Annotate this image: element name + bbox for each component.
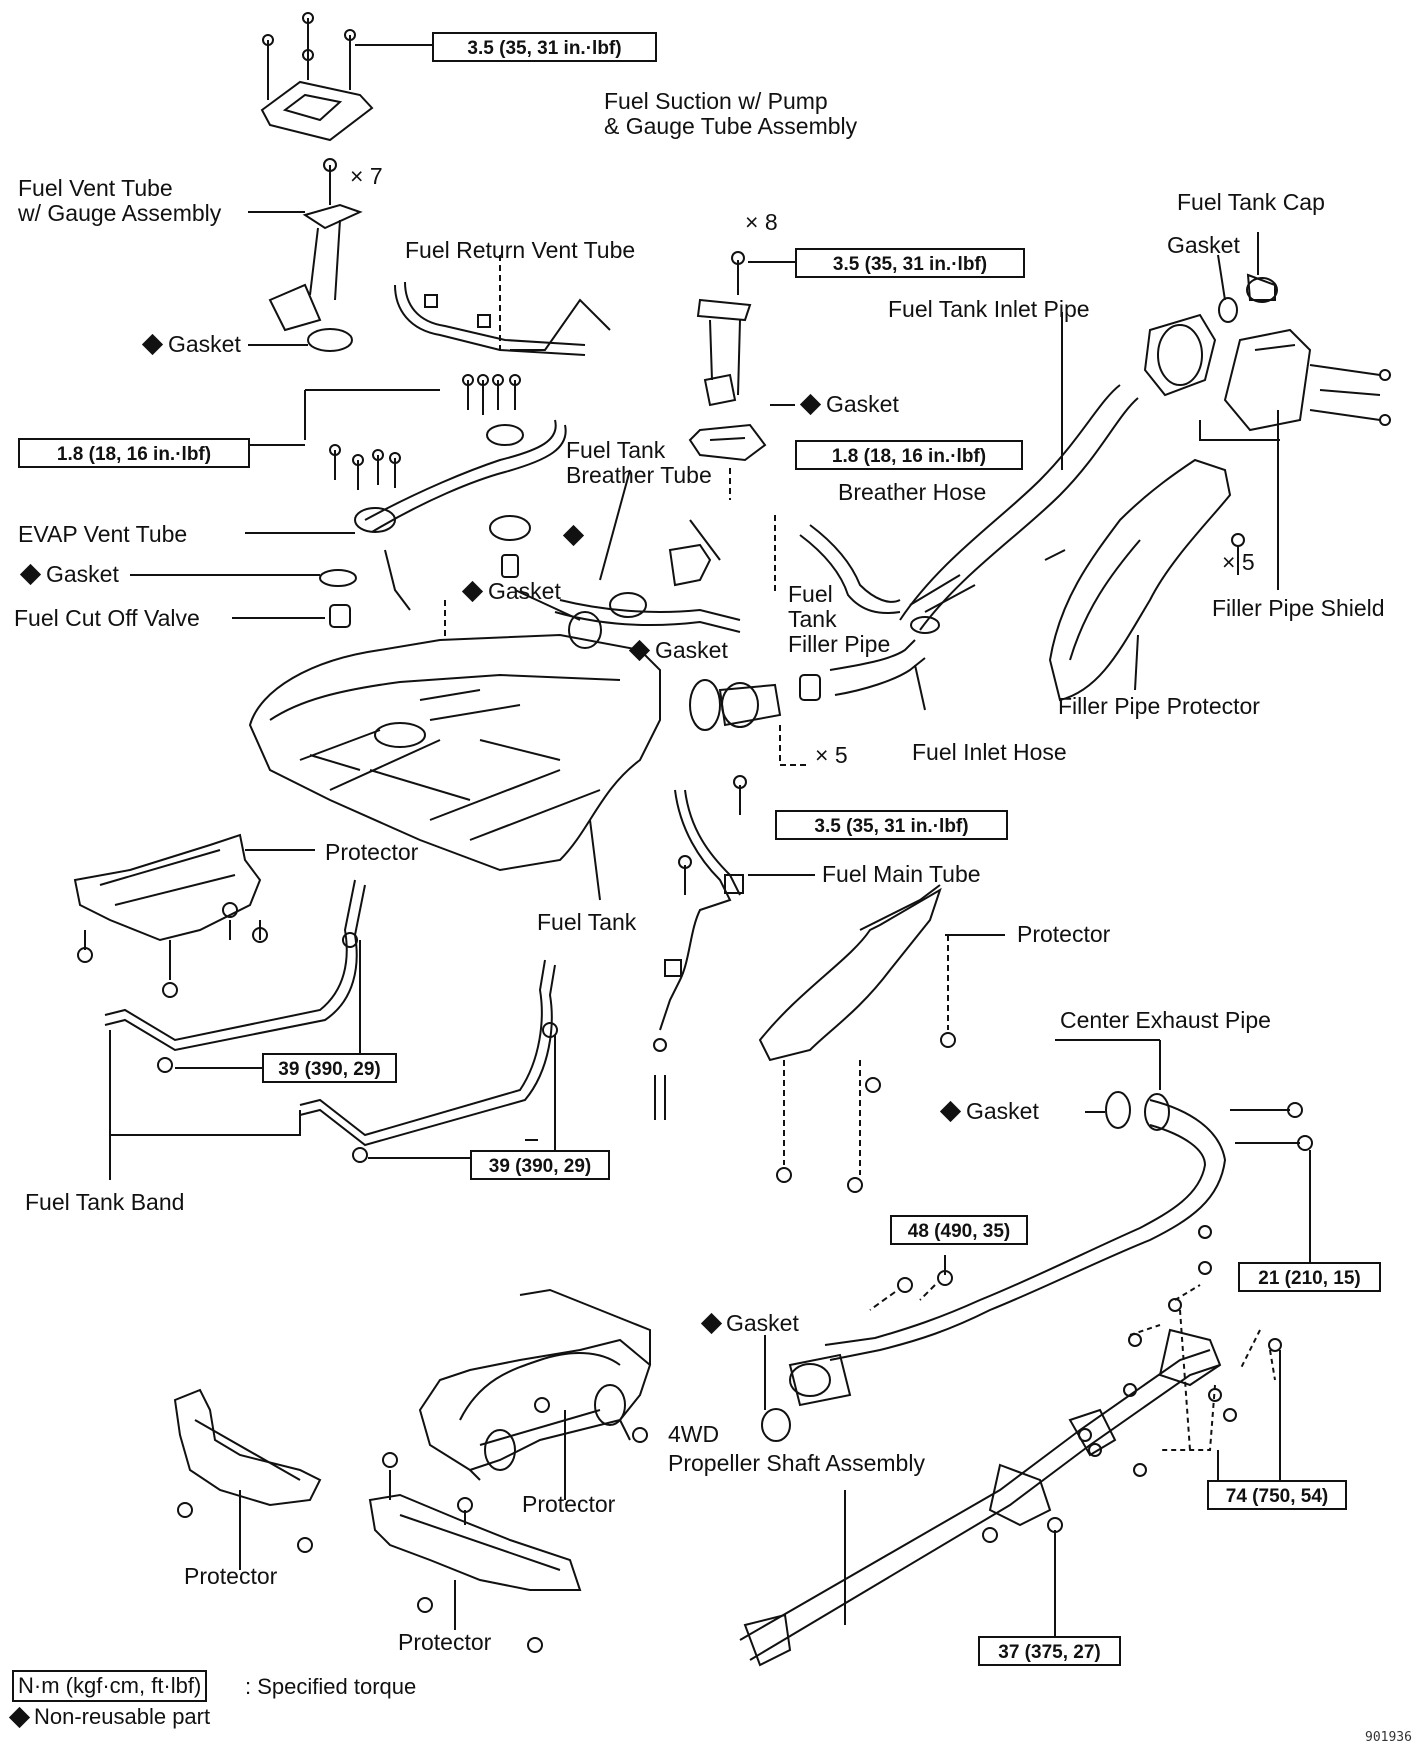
label-propeller-shaft: 4WD Propeller Shaft Assembly [668,1421,925,1476]
service-hole-cover-plate [260,80,374,142]
label-gasket-mid: Gasket [488,578,561,604]
torque-box-plate: 3.5 (35, 31 in.·lbf) [432,32,657,62]
fuel-main-tube [659,789,744,1031]
torque-box-exhaust-rear: 21 (210, 15) [1238,1262,1381,1292]
label-evap-vent-tube: EVAP Vent Tube [18,521,188,547]
fuel-return-vent-tube [394,281,586,356]
label-protector-bottom: Protector [398,1629,492,1655]
tube-bolts [329,374,521,490]
torque-box-filler: 3.5 (35, 31 in.·lbf) [775,810,1008,840]
torque-box-pump: 3.5 (35, 31 in.·lbf) [795,248,1025,278]
fuel-tank-inlet-pipe [899,384,1139,631]
label-fuel-tank-breather-tube: Fuel Tank Breather Tube [566,437,712,488]
torque-box-shaft-front: 37 (375, 27) [978,1636,1121,1666]
qty-7: × 7 [350,163,383,189]
torque-box-vent-left: 1.8 (18, 16 in.·lbf) [18,438,250,468]
label-fuel-tank-cap: Fuel Tank Cap [1177,189,1325,215]
evap-vent-tube-flange [354,507,396,533]
protector-right [758,884,956,1193]
label-gasket-evap: Gasket [46,561,119,587]
fuel-tank-band-rear [299,959,558,1163]
protector-bottom-left [173,1388,322,1507]
label-fuel-main-tube: Fuel Main Tube [822,861,981,887]
fuel-inlet-hose [829,639,926,696]
fuel-tank-filler-pipe-neck [689,679,782,731]
label-protector-bottom-left: Protector [184,1563,278,1589]
fuel-tank-body [248,633,661,872]
center-exhaust-pipe [788,1093,1227,1407]
fuel-tank-breather-tube-pipes [364,419,567,611]
label-fuel-suction: Fuel Suction w/ Pump & Gauge Tube Assemb… [604,88,858,139]
breather-hose-parts [774,515,940,634]
label-gasket-exhaust: Gasket [966,1098,1039,1124]
fuel-suction-pump-assembly [688,251,767,462]
torque-box-exhaust-front: 48 (490, 35) [890,1215,1028,1245]
label-fuel-cut-off-valve: Fuel Cut Off Valve [14,605,200,631]
fuel-tank-cap-assembly [1143,273,1278,397]
label-protector-middle: Protector [522,1491,616,1517]
label-fuel-inlet-hose: Fuel Inlet Hose [912,739,1067,765]
gasket-mid-ring [568,611,602,649]
filler-pipe-protector [1048,458,1232,702]
fuel-vent-tube-assembly [268,158,363,352]
protector-left-top [73,833,268,998]
label-fuel-tank: Fuel Tank [537,909,637,935]
label-gasket-filler: Gasket [655,637,728,663]
qty-5-shield: × 5 [1222,549,1255,575]
label-fuel-tank-inlet-pipe: Fuel Tank Inlet Pipe [888,296,1090,322]
qty-5-filler: × 5 [815,742,848,768]
torque-box-breather: 1.8 (18, 16 in.·lbf) [795,440,1023,470]
fuel-tank-band-front [104,879,366,1073]
protector-bottom [368,1493,582,1591]
label-fuel-vent-tube: Fuel Vent Tube w/ Gauge Assembly [18,175,222,226]
qty-8: × 8 [745,209,778,235]
label-fuel-tank-filler-pipe: Fuel Tank Filler Pipe [788,581,891,657]
figure-id: 901936 [1365,1730,1412,1745]
filler-pipe-shield [1199,328,1391,441]
legend-torque-box: N·m (kgf·cm, ft·lbf) [12,1670,208,1702]
label-fuel-return-vent-tube: Fuel Return Vent Tube [405,237,636,263]
label-gasket-lower: Gasket [726,1310,799,1336]
gasket-lower-ring [761,1408,791,1442]
label-gasket-left: Gasket [168,331,241,357]
propeller-shaft-assembly [739,1328,1222,1667]
legend-torque-text: : Specified torque [245,1674,417,1699]
breather-tube-mid [554,519,741,633]
label-center-exhaust-pipe: Center Exhaust Pipe [1060,1007,1271,1033]
label-protector-left: Protector [325,839,419,865]
torque-box-shaft-rear: 74 (750, 54) [1207,1480,1347,1510]
label-filler-pipe-shield: Filler Pipe Shield [1212,595,1385,621]
torque-box-band-front: 39 (390, 29) [262,1053,397,1083]
label-filler-pipe-protector: Filler Pipe Protector [1058,693,1260,719]
protector-middle [418,1288,652,1481]
label-gasket-cap: Gasket [1167,232,1240,258]
gasket-exhaust-ring [1105,1091,1131,1129]
legend-nonreusable-text: Non-reusable part [34,1704,211,1729]
fuel-cut-off-valve-body [329,604,351,628]
gasket-evap-ring [319,569,357,587]
label-protector-right: Protector [1017,921,1111,947]
label-gasket-pump: Gasket [826,391,899,417]
torque-box-band-rear: 39 (390, 29) [470,1150,610,1180]
plate-bolts [262,12,356,100]
label-fuel-tank-band: Fuel Tank Band [25,1189,185,1215]
label-breather-hose: Breather Hose [838,479,987,505]
